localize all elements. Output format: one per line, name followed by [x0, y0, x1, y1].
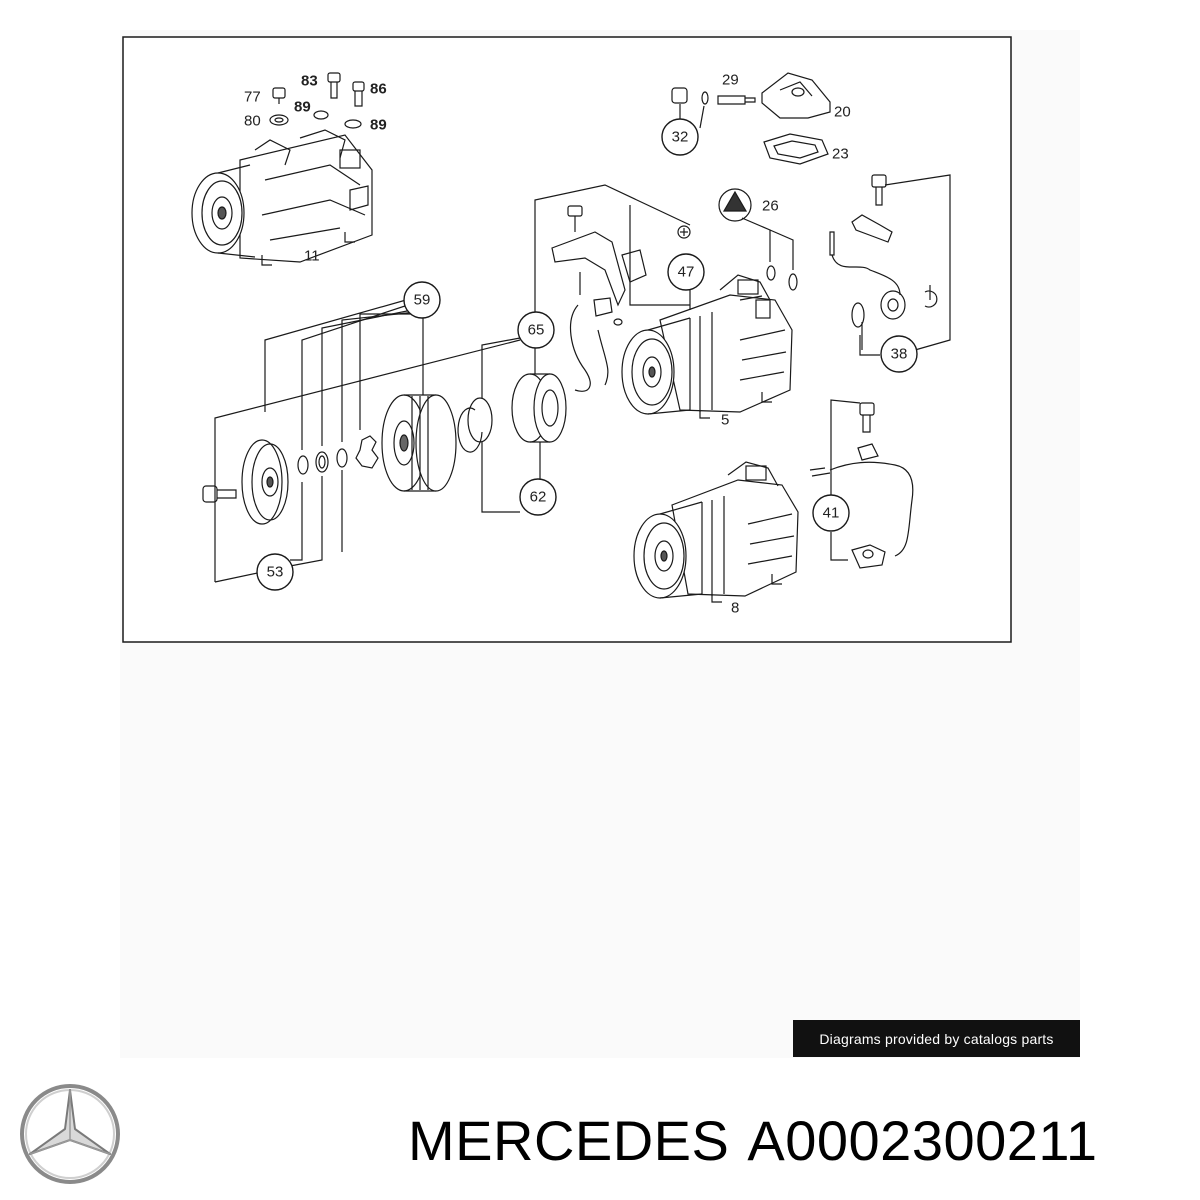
callout-32-circle	[661, 118, 699, 156]
fastener-parts	[269, 72, 365, 129]
compressor-11-drawing	[191, 129, 373, 266]
part-label-86: 86	[370, 81, 387, 98]
part-label-80: 80	[244, 113, 261, 130]
valve-parts-top	[671, 72, 831, 165]
callout-47-label: 47	[678, 264, 695, 281]
part-label-29: 29	[722, 72, 739, 89]
part-label-8: 8	[731, 600, 739, 617]
callout-53-circle	[256, 553, 294, 591]
part-label-83: 83	[301, 73, 318, 90]
callout-65-circle	[517, 311, 555, 349]
callout-47-circle	[667, 253, 705, 291]
leader-lines	[214, 104, 951, 583]
part-number: A0002300211	[747, 1109, 1098, 1172]
part-caption: MERCEDES A0002300211	[408, 1108, 1098, 1173]
switch-47-drawing	[551, 205, 691, 392]
part-label-20: 20	[834, 104, 851, 121]
compressor-5-drawing	[621, 274, 793, 419]
callout-59-label: 59	[414, 292, 431, 309]
part-label-89-right: 89	[370, 117, 387, 134]
part-label-5: 5	[721, 412, 729, 429]
callout-41-label: 41	[823, 505, 840, 522]
mercedes-star-logo-icon	[20, 1084, 120, 1184]
sensor-38-drawing	[829, 174, 938, 328]
callout-32-label: 32	[672, 129, 689, 146]
callout-62-circle	[519, 478, 557, 516]
clutch-parts-drawing	[202, 373, 567, 525]
part-26-drawing	[718, 188, 798, 291]
callout-41-circle	[812, 494, 850, 532]
callout-38-circle	[880, 335, 918, 373]
part-label-77: 77	[244, 89, 261, 106]
brand-name: MERCEDES	[408, 1109, 730, 1172]
callout-53-label: 53	[267, 564, 284, 581]
compressor-8-drawing	[633, 461, 799, 603]
diagram-frame	[122, 36, 1012, 643]
part-label-26: 26	[762, 198, 779, 215]
part-label-89-left: 89	[294, 99, 311, 116]
callout-65-label: 65	[528, 322, 545, 339]
callout-38-label: 38	[891, 346, 908, 363]
callout-62-label: 62	[530, 489, 547, 506]
part-label-23: 23	[832, 146, 849, 163]
provider-badge: Diagrams provided by catalogs parts	[793, 1020, 1080, 1057]
sensor-41-drawing	[809, 402, 914, 569]
callout-59-circle	[403, 281, 441, 319]
part-label-11: 11	[304, 248, 320, 265]
callouts	[256, 118, 918, 591]
